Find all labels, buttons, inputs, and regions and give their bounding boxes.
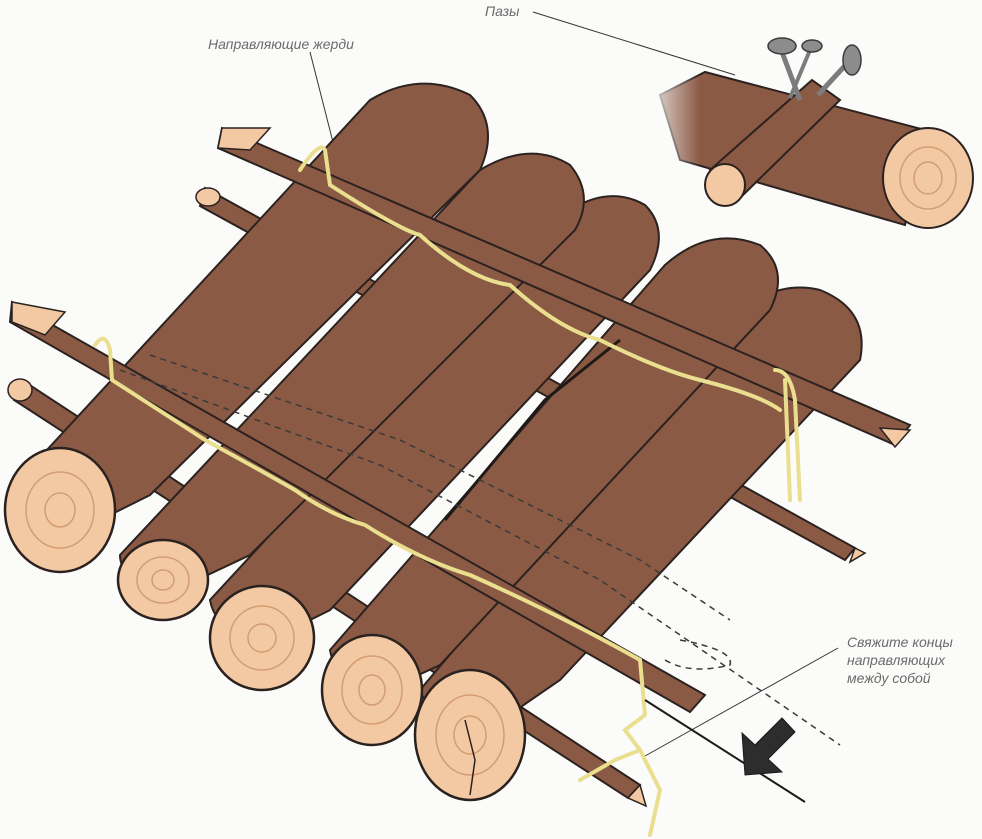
tie-ends-label: Свяжите концы направляющих между собой	[847, 633, 953, 687]
tie-ends-line: между собой	[847, 669, 953, 687]
nail-icon	[818, 45, 861, 95]
direction-arrow-icon	[742, 718, 795, 775]
notch-detail	[640, 38, 973, 228]
inset-log-end	[883, 128, 973, 228]
tie-ends-line: Свяжите концы	[847, 633, 953, 651]
guide-poles-label: Направляющие жерди	[208, 35, 354, 53]
tie-ends-line: направляющих	[847, 651, 953, 669]
grooves-pointer	[533, 12, 735, 75]
guides-pointer	[310, 52, 335, 150]
inset-pole-end	[705, 164, 745, 206]
grooves-label: Пазы	[485, 2, 519, 20]
ground-line	[645, 700, 805, 802]
